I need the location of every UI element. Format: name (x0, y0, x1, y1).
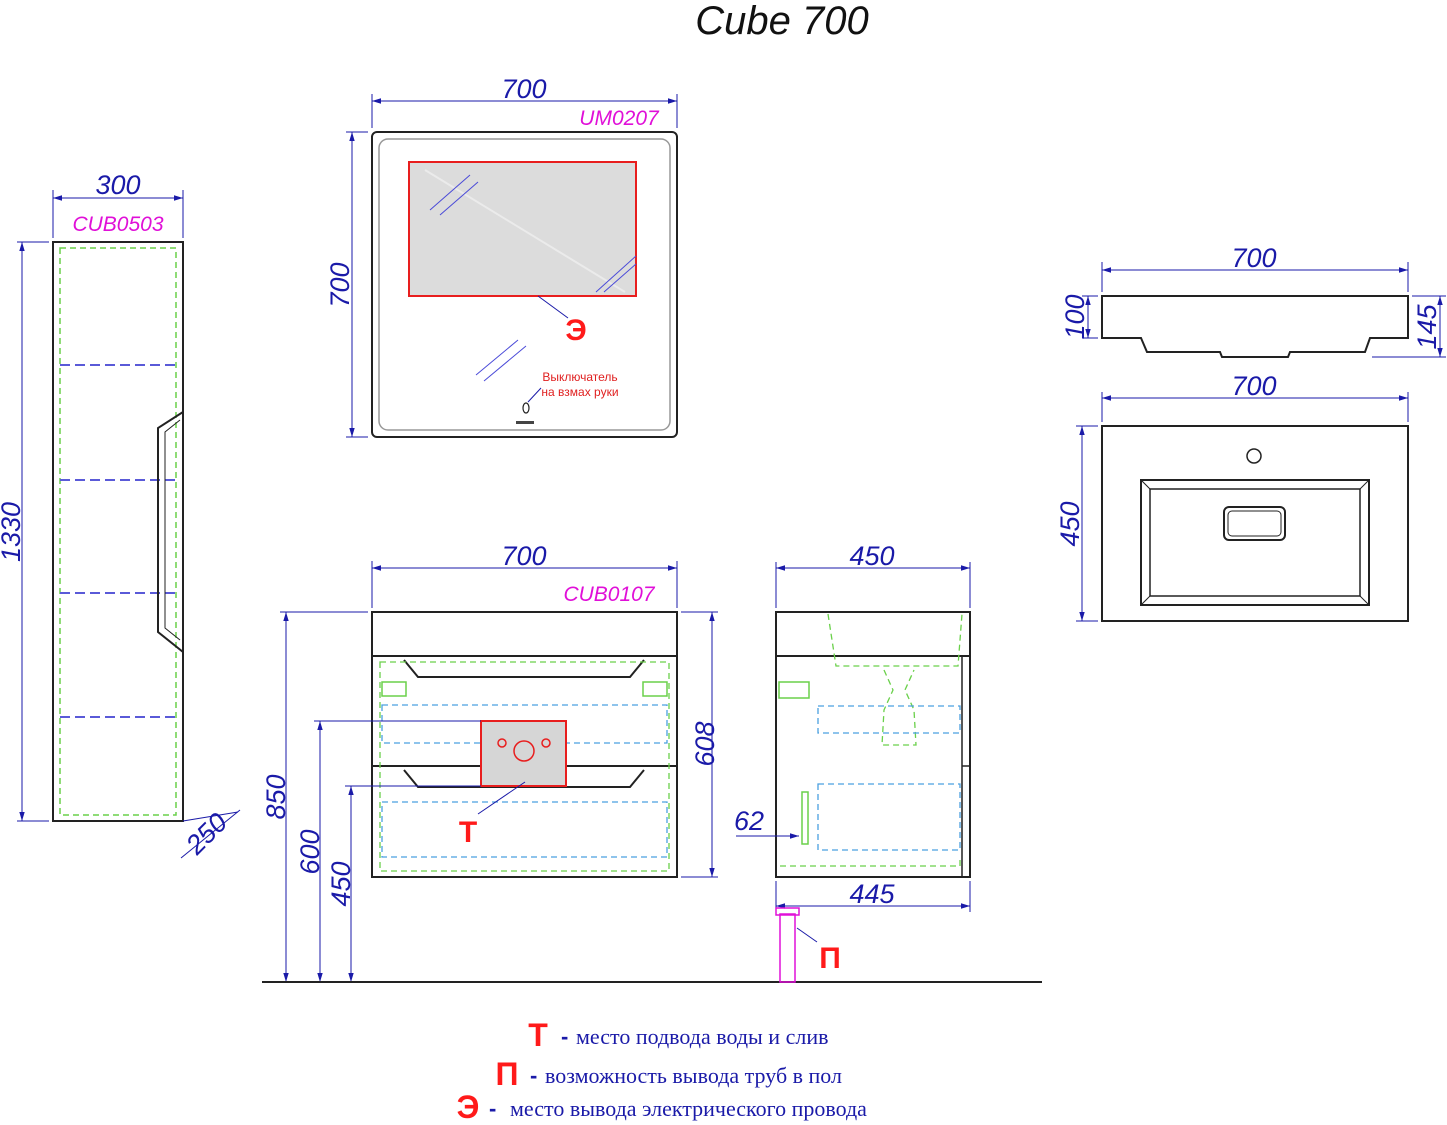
glass-hatch (483, 345, 527, 382)
cabinet-inner-outline (379, 661, 670, 872)
leader-line (527, 387, 542, 403)
mirror-frame (371, 131, 678, 438)
mirror-reflection (424, 169, 626, 293)
column-door-handle (157, 411, 184, 653)
cabinet-width-label: 700 (501, 541, 546, 571)
leader-line (796, 927, 818, 943)
column-code-label: CUB0503 (72, 213, 163, 236)
legend-mark: Э (457, 1089, 480, 1125)
legend-text: возможность вывода труб в пол (545, 1063, 842, 1088)
leader-line (477, 781, 526, 815)
faucet-hole (1246, 448, 1262, 464)
legend-mark: Т (528, 1017, 548, 1053)
mirror-width-label: 700 (501, 74, 546, 104)
legend-mark: П (496, 1056, 519, 1092)
mirror-view: Э Выключатель на взмах руки 700 UM0207 7… (325, 74, 678, 438)
legend-dash: - (530, 1063, 537, 1088)
switch-note-line1: Выключатель (542, 370, 617, 384)
siphon-outline (881, 669, 917, 746)
glass-hatch (429, 174, 471, 211)
mirror-height-label: 700 (325, 262, 355, 307)
basin-bowl-inner (1149, 488, 1361, 597)
basin-top-depth-label: 450 (1055, 501, 1085, 546)
cabinet-code-label: CUB0107 (563, 583, 655, 606)
level-450-label: 450 (326, 861, 356, 906)
legend-item-t: Т - место подвода воды и слив (528, 1017, 828, 1053)
drain-cover-inner (1227, 510, 1282, 537)
drawer-handle-top (403, 659, 645, 678)
rail-bracket (801, 791, 809, 845)
glass-hatch (595, 255, 637, 293)
water-inlet-hole (541, 738, 551, 748)
column-width-label: 300 (95, 170, 140, 200)
legend: Т - место подвода воды и слив П - возмож… (457, 1017, 868, 1125)
switch-sensor-icon (522, 402, 530, 414)
drawer-side-bottom (817, 783, 961, 851)
brand-logo (516, 421, 534, 424)
basin-profile (1101, 295, 1409, 358)
water-inlet-hole (497, 738, 507, 748)
side-depth-label: 450 (849, 541, 894, 571)
glass-hatch (439, 181, 479, 216)
column-height-label: 1330 (0, 502, 26, 562)
legend-item-e: Э - место вывода электрического провода (457, 1089, 868, 1125)
basin-top-view: 700 450 (1055, 371, 1409, 622)
legend-text: место вывода электрического провода (510, 1096, 867, 1121)
floor-pipe (779, 913, 796, 983)
mount-bracket-side (778, 681, 810, 699)
mark-p: П (819, 942, 841, 975)
mark-t: Т (459, 816, 477, 849)
legend-item-p: П - возможность вывода труб в пол (496, 1056, 843, 1092)
column-inner-outline (59, 247, 177, 816)
plumbing-zone (480, 720, 567, 787)
legend-dash: - (561, 1024, 568, 1049)
side-bottom-depth-label: 445 (849, 879, 895, 909)
mirror-light-strip (378, 138, 671, 431)
basin-side-width-label: 700 (1231, 243, 1276, 273)
glass-hatch (475, 339, 519, 376)
leader-line (537, 295, 569, 319)
dimension-line (180, 809, 241, 859)
column-body (52, 241, 184, 822)
column-view: 300 CUB0503 1330 250 (0, 170, 241, 861)
switch-note-line2: на взмах руки (541, 385, 618, 399)
basin-left-height-label: 100 (1060, 294, 1090, 339)
column-door-handle-inner (164, 419, 181, 641)
basin-side-view: 700 100 145 (1060, 243, 1446, 358)
cabinet-side-inner-outline (780, 856, 961, 867)
cabinet-side-view: 450 445 62 П (734, 541, 971, 983)
drain-cover (1223, 506, 1286, 541)
basin-top-width-label: 700 (1231, 371, 1276, 401)
cabinet-front-view: Т 700 CUB0107 608 850 600 450 (261, 541, 720, 982)
cabinet-countertop (371, 611, 678, 657)
drawing-title: Cube 700 (695, 0, 868, 43)
drain-hole (513, 740, 535, 762)
mark-e: Э (565, 314, 586, 347)
cabinet-height-label: 608 (690, 721, 720, 766)
basin-bowl-outline (827, 613, 963, 667)
glass-hatch (603, 263, 637, 293)
drawer-box-bottom (381, 801, 668, 858)
basin-bowl-outer (1140, 479, 1370, 606)
mirror-code-label: UM0207 (579, 107, 660, 130)
cabinet-side-body (775, 611, 971, 878)
basin-outline (1101, 425, 1409, 622)
offset-label: 62 (734, 806, 764, 836)
drawer-side-top (817, 705, 961, 734)
legend-dash: - (489, 1096, 496, 1121)
floor-pipe-cap (775, 907, 800, 916)
total-height-label: 850 (261, 774, 291, 819)
mount-bracket-left (381, 681, 407, 697)
legend-text: место подвода воды и слив (576, 1024, 828, 1049)
basin-right-height-label: 145 (1412, 303, 1442, 349)
level-600-label: 600 (295, 829, 325, 874)
mount-bracket-right (642, 681, 668, 697)
